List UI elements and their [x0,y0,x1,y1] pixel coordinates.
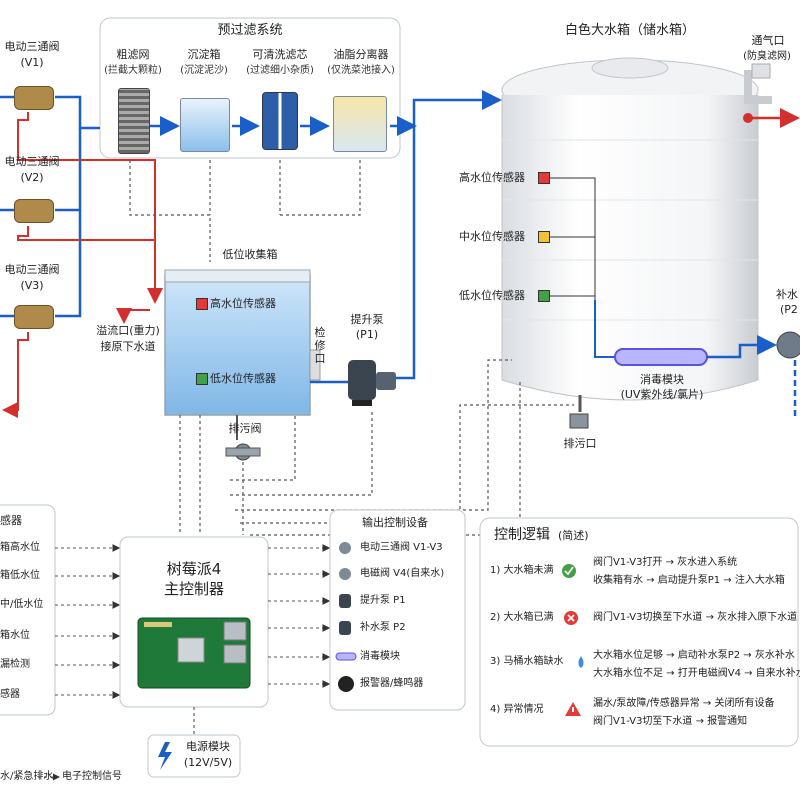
pump-p2-name: 补水 [776,288,798,301]
logic-rule-1-line1: 阀门V1-V3打开 → 灰水进入系统 [593,557,738,568]
valve-v3-name: 电动三通阀 [4,263,60,276]
tank-drain-label: 排污口 [563,437,597,450]
input-item-6: 感器 [0,689,20,700]
logic-rule-1-cond: 1) 大水箱未满 [490,565,554,576]
valve-v2-id: (V2) [20,171,44,184]
valve-v1-id: (V1) [20,56,44,69]
drain-valve-label: 排污阀 [228,422,262,435]
coarse-filter-graphic [118,88,150,154]
legend-signal: 电子控制信号 [62,771,122,782]
outputs-title: 输出控制设备 [362,516,428,529]
low-box-high-sensor: 高水位传感器 [210,297,276,310]
stage-grease-name: 油脂分离器 [333,48,389,61]
output-item-5: 消毒模块 [360,651,400,662]
input-item-3: 中/低水位 [0,599,44,610]
logic-rule-2-line1: 阀门V1-V3切换至下水道 → 灰水排入原下水道 [593,612,798,623]
overflow-line1: 溢流口(重力) [96,324,160,337]
stage-settling-name: 沉淀箱 [187,48,221,61]
output-item-6: 报警器/蜂鸣器 [360,678,424,689]
logic-rule-4-cond: 4) 异常情况 [490,704,544,715]
legend-water: 水/紧急排水 [0,771,54,782]
low-box-high-sensor-icon [196,298,208,310]
logic-rule-3-line1: 大水箱水位足够 → 启动补水泵P2 → 灰水补水 [593,650,795,661]
logic-rule-4-line1: 漏水/泵故障/传感器异常 → 关闭所有设备 [593,698,775,709]
valve-v3-id: (V3) [20,279,44,292]
overflow-line2: 接原下水道 [100,340,156,353]
power-spec: (12V/5V) [183,756,233,769]
logic-title: 控制逻辑 [494,527,550,543]
valve-v3-graphic [14,305,54,329]
output-item-3: 提升泵 P1 [360,595,406,606]
pump-p1-name: 提升泵 [350,313,384,326]
low-box-title: 低位收集箱 [222,248,278,261]
logic-rule-2-cond: 2) 大水箱已满 [490,612,554,623]
controller-line1: 树莓派4 [166,560,222,578]
logic-rule-3-cond: 3) 马桶水箱缺水 [490,656,564,667]
stage-washable-desc: (过滤细小杂质) [246,65,314,76]
pump-p2-id: (P2 [780,303,798,316]
tank-high-sensor: 高水位传感器 [459,171,525,184]
inspection-port: 检修口 [314,326,326,365]
inputs-title: 感器 [0,514,22,527]
controller-line2: 主控制器 [163,580,224,598]
stage-washable-name: 可清洗滤芯 [252,48,308,61]
output-item-1: 电动三通阀 V1-V3 [360,542,443,553]
stage-settling-desc: (沉淀泥沙) [180,65,228,76]
settling-tank-graphic [180,98,230,152]
tank-mid-sensor: 中水位传感器 [459,230,525,243]
low-box-low-sensor-icon [196,373,208,385]
input-item-2: 箱低水位 [0,570,40,581]
valve-v2-graphic [14,199,54,223]
vent-desc: (防臭滤网) [743,51,791,62]
logic-title-suffix: (简述) [558,529,589,542]
grease-separator-graphic [333,96,387,152]
pump-p1-id: (P1) [355,328,379,341]
output-item-2: 电磁阀 V4(自来水) [360,568,445,579]
uv-module: 消毒模块 [640,373,684,386]
input-item-5: 漏检测 [0,659,30,670]
stage-grease-desc: (仅洗菜池接入) [327,65,395,76]
power-name: 电源模块 [186,740,230,753]
valve-v2-name: 电动三通阀 [4,155,60,168]
input-item-1: 箱高水位 [0,542,40,553]
tank-high-sensor-icon [538,172,550,184]
stage-coarse-desc: (拦截大颗粒) [104,65,162,76]
logic-rule-4-line2: 阀门V1-V3切至下水道 → 报警通知 [593,716,748,727]
logic-rule-3-line2: 大水箱水位不足 → 打开电磁阀V4 → 自来水补水 [593,668,800,679]
uv-module-desc: (UV紫外线/氯片) [620,388,704,401]
tank-low-sensor-icon [538,290,550,302]
low-box-low-sensor: 低水位传感器 [210,372,276,385]
vent-label: 通气口 [751,34,785,47]
input-item-4: 箱水位 [0,630,30,641]
prefilter-title: 预过滤系统 [217,23,283,38]
output-item-4: 补水泵 P2 [360,622,406,633]
washable-filter-graphic [262,92,298,150]
valve-v1-graphic [14,86,54,110]
tank-title: 白色大水箱（储水箱） [564,23,695,38]
tank-mid-sensor-icon [538,231,550,243]
logic-rule-1-line2: 收集箱有水 → 启动提升泵P1 → 注入大水箱 [593,575,785,586]
stage-coarse-name: 粗滤网 [116,48,150,61]
valve-v1-name: 电动三通阀 [4,40,60,53]
tank-low-sensor: 低水位传感器 [459,289,525,302]
